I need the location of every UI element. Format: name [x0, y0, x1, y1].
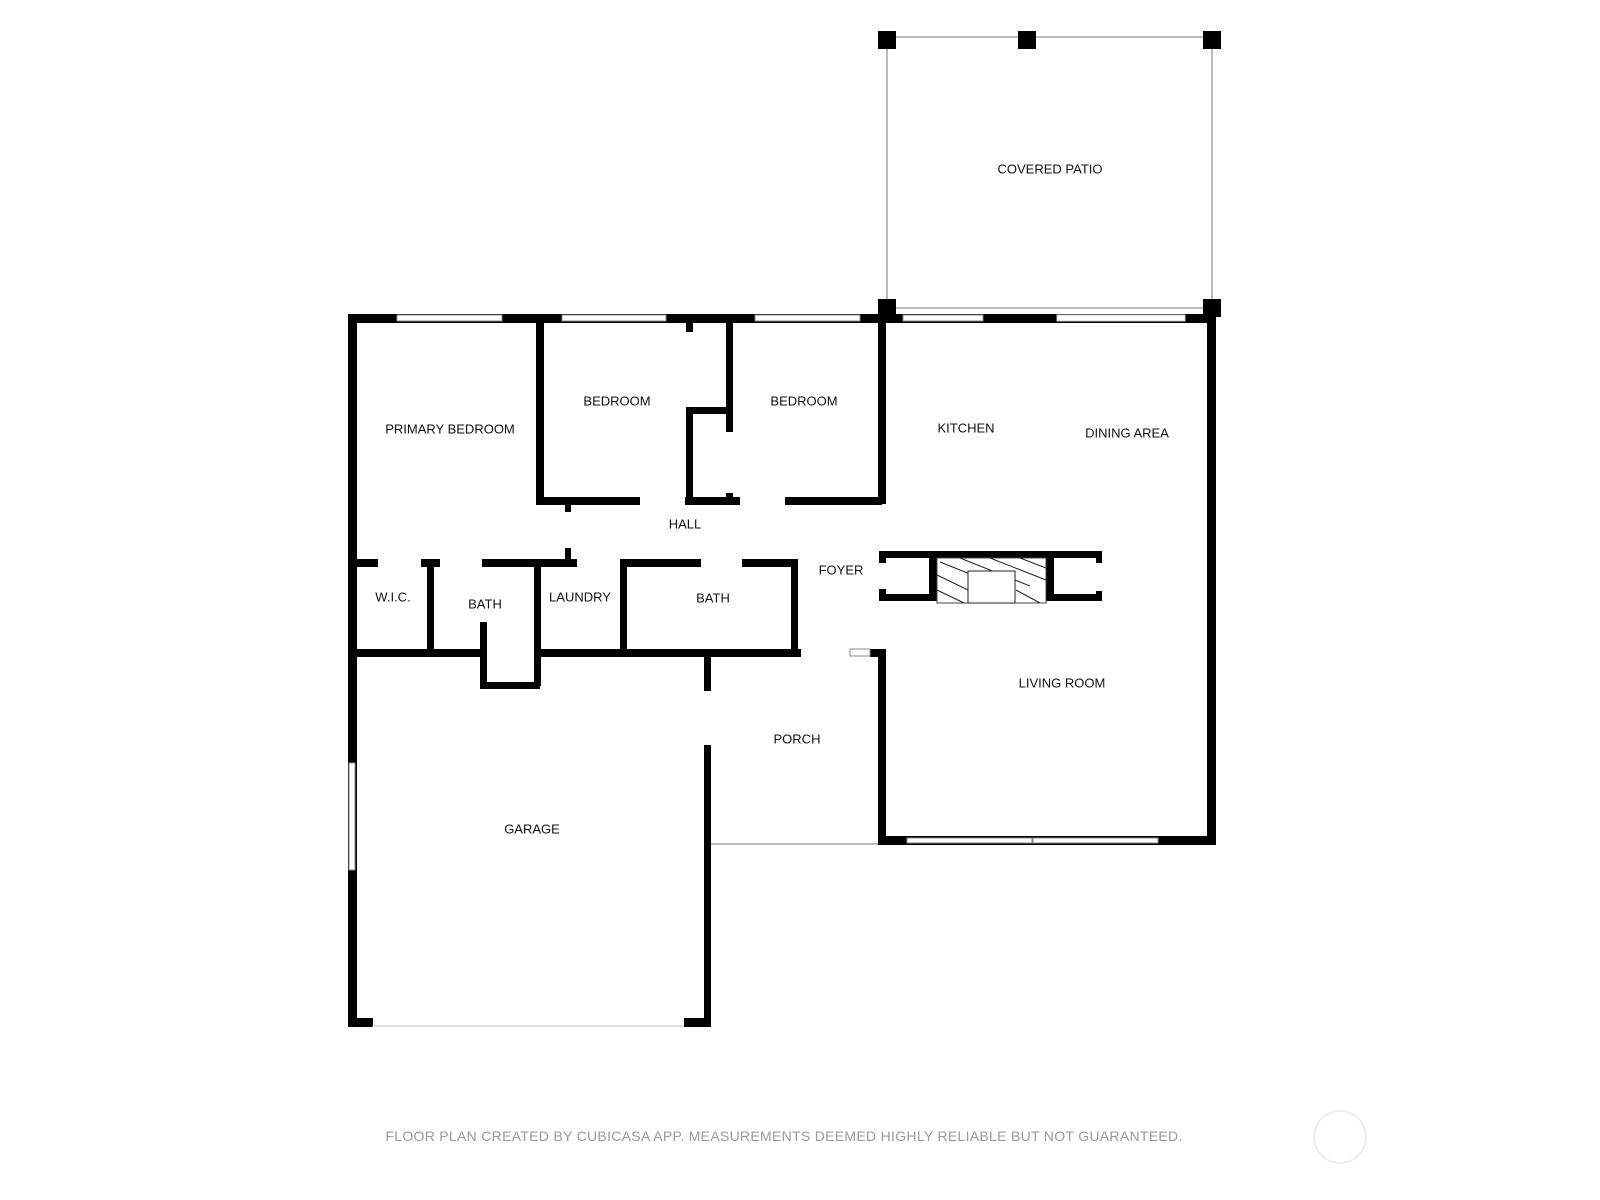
patio-post — [1203, 299, 1221, 317]
room-labels: COVERED PATIO PRIMARY BEDROOM BEDROOM BE… — [375, 161, 1169, 836]
patio-post — [878, 31, 896, 49]
label-laundry: LAUNDRY — [549, 589, 611, 604]
label-wic: W.I.C. — [375, 589, 410, 604]
label-primary-bedroom: PRIMARY BEDROOM — [385, 421, 515, 436]
windows — [348, 314, 1186, 1027]
patio-post — [1203, 31, 1221, 49]
label-covered-patio: COVERED PATIO — [998, 161, 1103, 176]
label-dining-area: DINING AREA — [1085, 425, 1169, 440]
label-garage: GARAGE — [504, 821, 560, 836]
label-bedroom: BEDROOM — [770, 393, 837, 408]
fireplace — [879, 551, 1102, 604]
compass-icon — [1313, 1110, 1367, 1164]
label-bath: BATH — [468, 596, 502, 611]
label-bath: BATH — [696, 590, 730, 605]
covered-patio-structure — [878, 31, 1221, 317]
label-kitchen: KITCHEN — [937, 420, 994, 435]
label-living-room: LIVING ROOM — [1019, 675, 1106, 690]
footer-disclaimer: FLOOR PLAN CREATED BY CUBICASA APP. MEAS… — [385, 1128, 1182, 1144]
label-foyer: FOYER — [819, 562, 864, 577]
label-porch: PORCH — [774, 731, 821, 746]
label-bedroom: BEDROOM — [583, 393, 650, 408]
patio-post — [878, 299, 896, 317]
patio-post — [1018, 31, 1036, 49]
label-hall: HALL — [669, 516, 702, 531]
